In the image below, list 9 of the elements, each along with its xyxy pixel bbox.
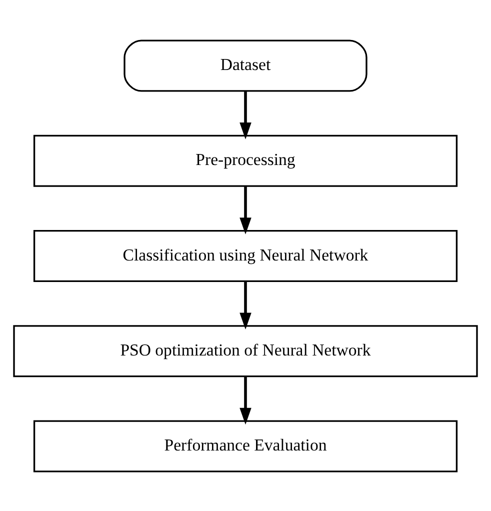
node-box: Classification using Neural Network (33, 229, 458, 282)
arrow (240, 376, 252, 424)
node-box: Performance Evaluation (33, 420, 458, 472)
arrow (240, 186, 252, 234)
arrow (240, 90, 252, 139)
node-box: Dataset (124, 39, 368, 92)
node-box: Pre-processing (33, 134, 458, 186)
arrow (240, 281, 252, 330)
node-box: PSO optimization of Neural Network (13, 324, 478, 377)
